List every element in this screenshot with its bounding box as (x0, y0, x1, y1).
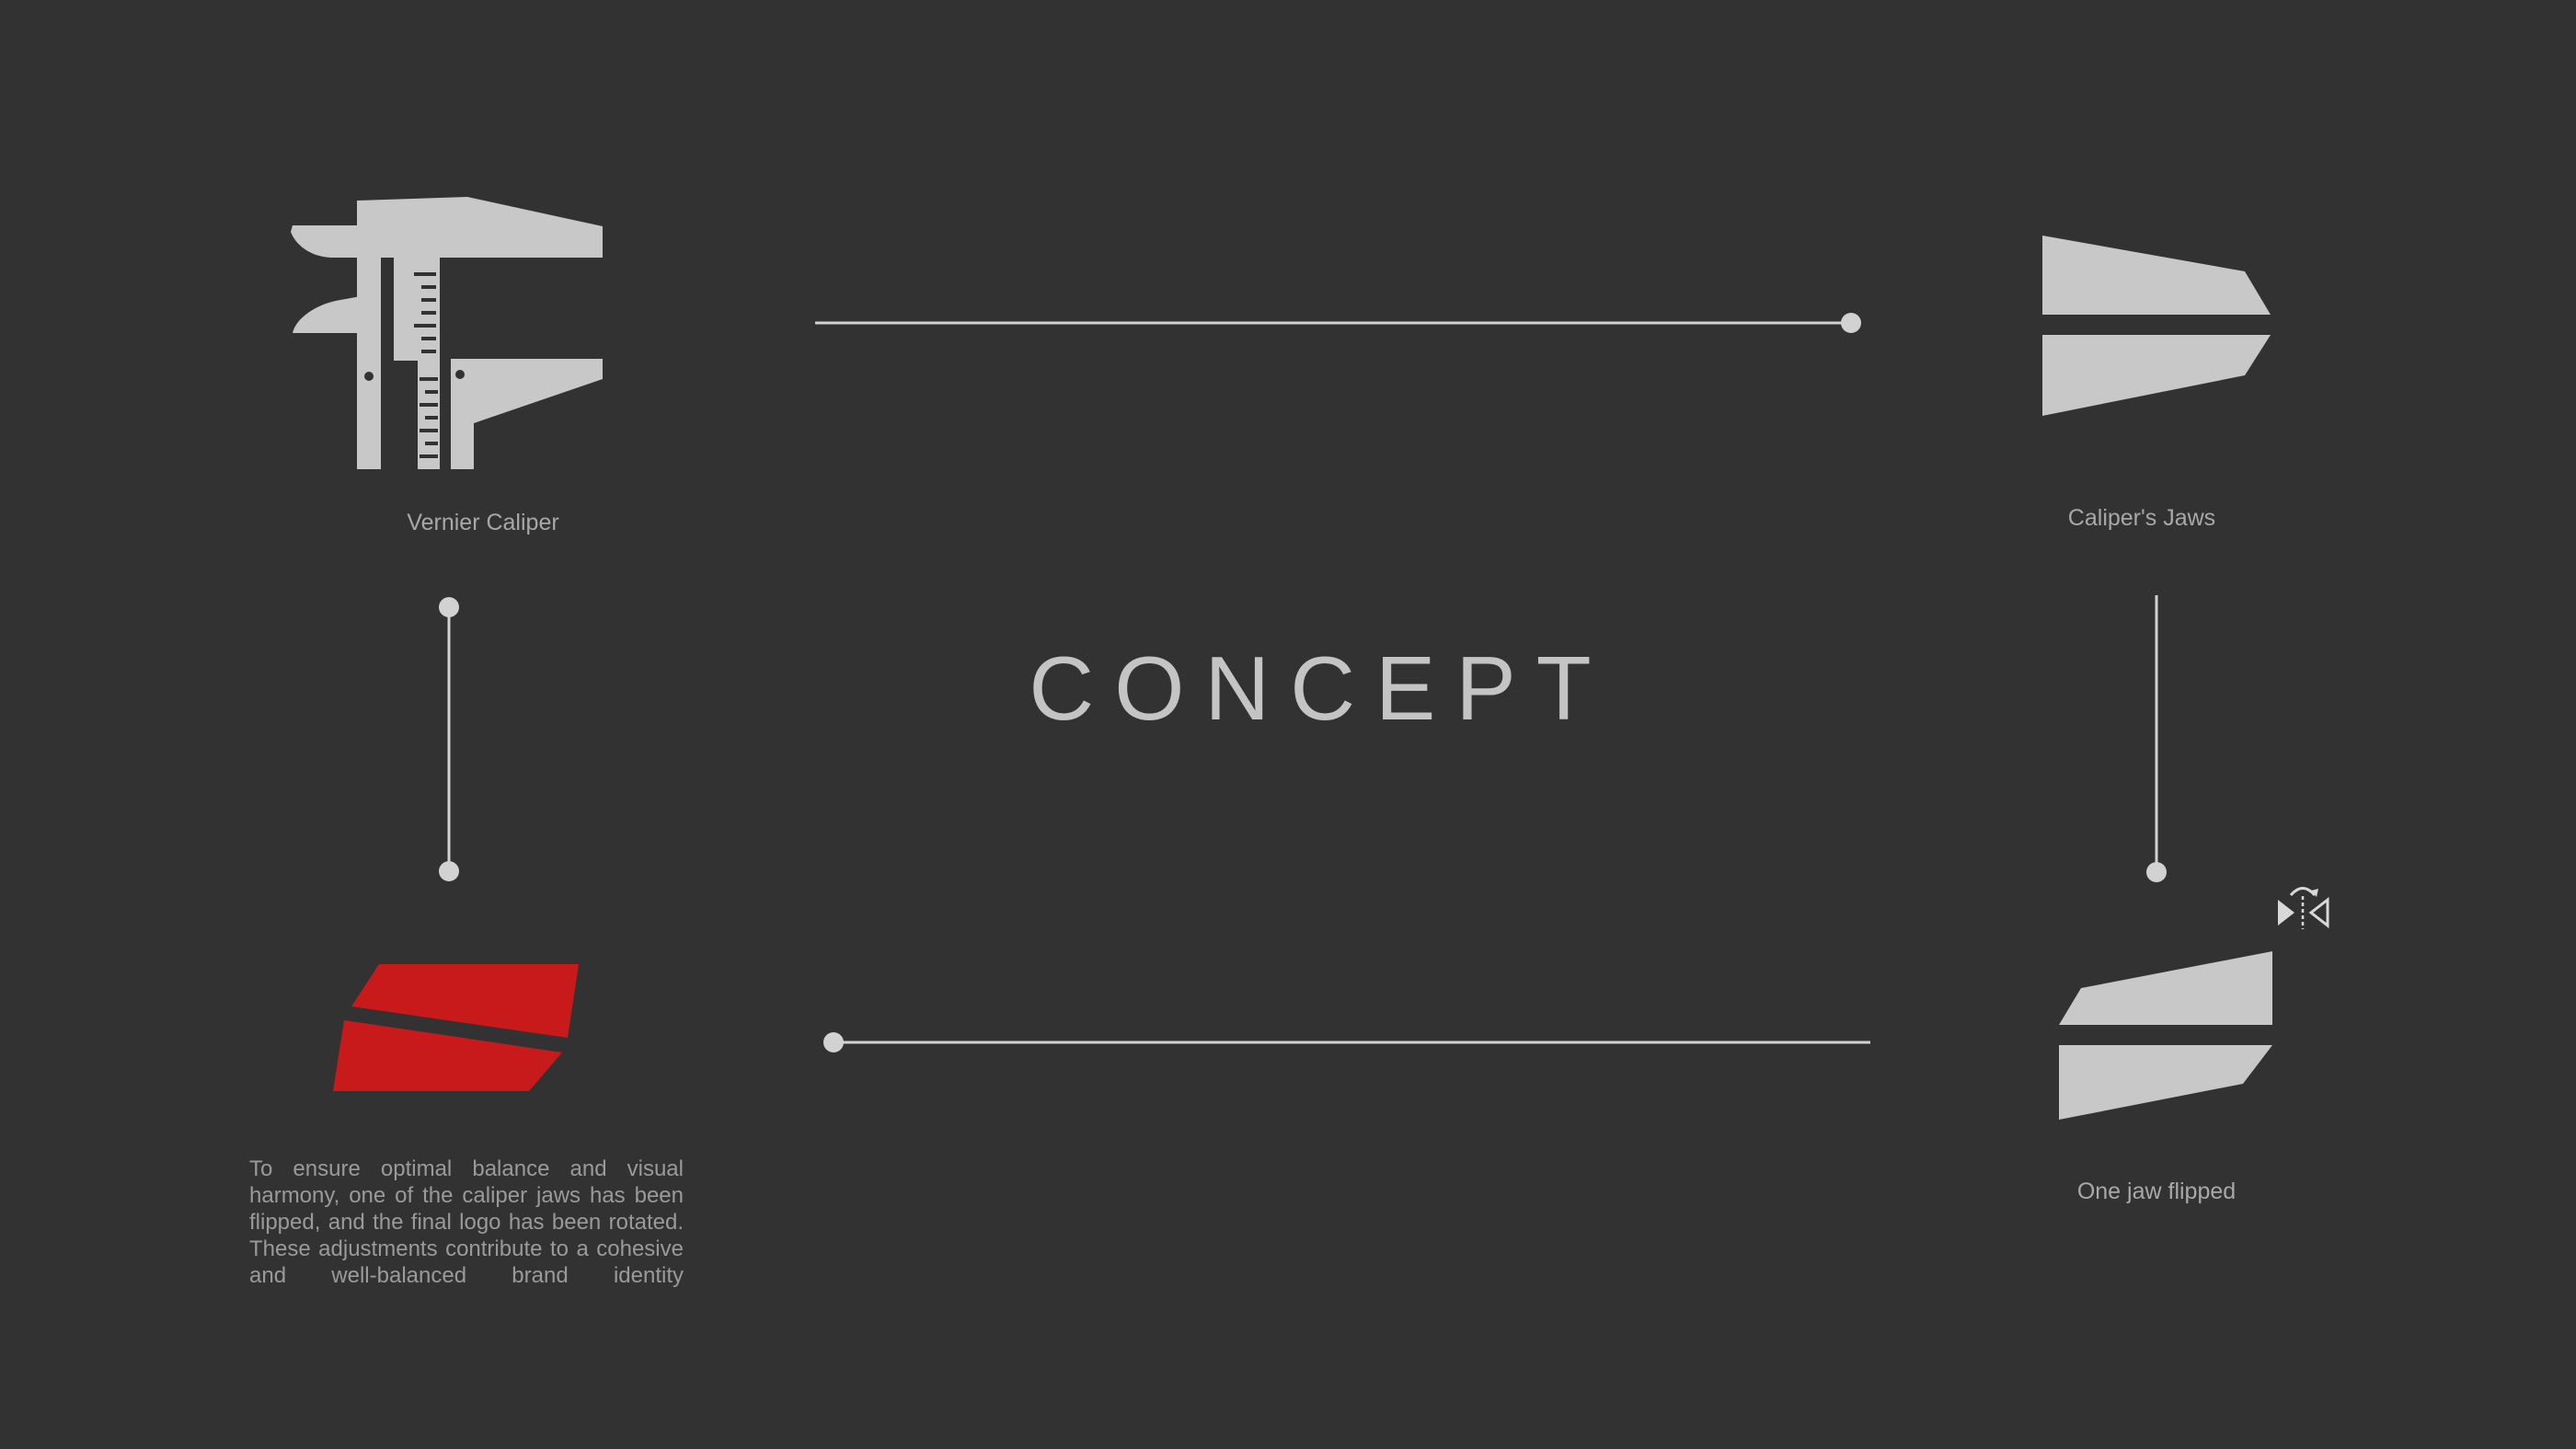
flipped-jaw-upper-shape (2059, 951, 2272, 1025)
vernier-caliper-illustration (291, 197, 603, 469)
logo-upper-shape (351, 964, 579, 1038)
connector-right-end-dot (2146, 862, 2167, 882)
caliper-screw-right (455, 370, 465, 379)
caliper-jaws-illustration (2042, 236, 2271, 416)
calipers-jaws-label: Caliper's Jaws (2067, 505, 2216, 531)
one-jaw-flipped-label: One jaw flipped (2076, 1179, 2237, 1204)
caliper-upper-jaw (357, 197, 603, 258)
connector-bottom-end-dot (823, 1032, 844, 1052)
caliper-left-bar (357, 258, 381, 469)
connectors (439, 313, 2167, 1052)
caliper-screw-left (364, 372, 374, 381)
caliper-scale-body (394, 248, 440, 469)
jaw-upper-shape (2042, 236, 2271, 315)
concept-description: To ensure optimal balance and visual har… (249, 1156, 684, 1288)
flip-horizontal-icon (2278, 887, 2329, 929)
caliper-lower-hook (293, 296, 361, 333)
page-title: CONCEPT (1029, 638, 1612, 739)
connector-left-top-dot (439, 597, 459, 617)
logo-lower-shape (333, 1020, 562, 1091)
caliper-lower-jaw (451, 359, 603, 469)
connector-top-end-dot (1841, 313, 1861, 333)
flipped-jaw-lower-shape (2059, 1045, 2272, 1120)
vernier-caliper-label: Vernier Caliper (407, 510, 559, 535)
connector-left-bottom-dot (439, 861, 459, 881)
final-logo (333, 964, 579, 1091)
caliper-upper-hook (291, 225, 361, 258)
jaw-lower-shape (2042, 335, 2271, 416)
caliper-scale-ticks (414, 272, 438, 458)
flipped-jaws-illustration (2059, 951, 2272, 1120)
